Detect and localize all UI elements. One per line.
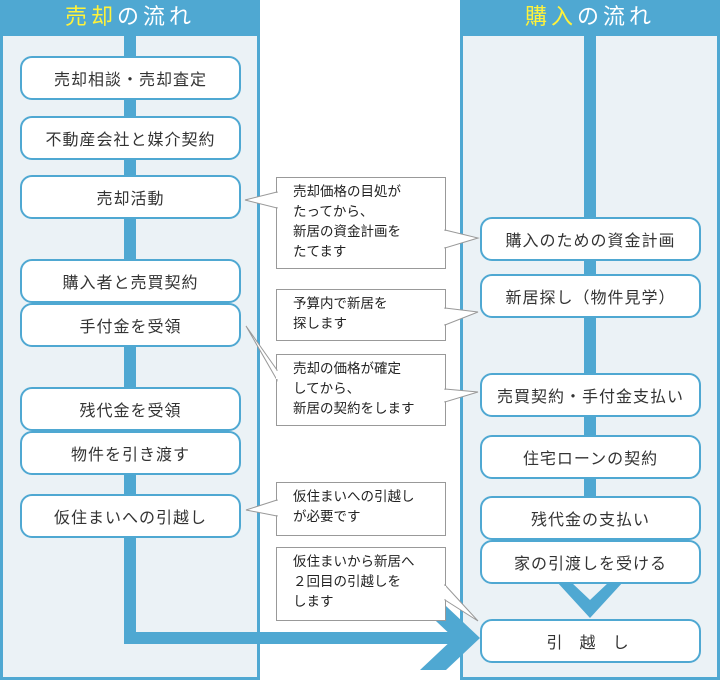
sell-step-handover: 物件を引き渡す <box>20 431 241 475</box>
buy-step-mortgage-contract: 住宅ローンの契約 <box>480 435 701 479</box>
step-label: 売却相談・売却査定 <box>53 70 207 89</box>
sell-step-consultation: 売却相談・売却査定 <box>20 56 241 100</box>
step-label: 不動産会社と媒介契約 <box>45 130 216 149</box>
step-label: 引 越 し <box>546 633 635 652</box>
sell-step-deposit-received: 手付金を受領 <box>20 303 241 347</box>
step-label: 住宅ローンの契約 <box>522 449 659 468</box>
sell-flow-title: 売却の流れ <box>0 0 260 36</box>
sell-title-rest: の流れ <box>117 5 196 30</box>
buy-step-receive-handover: 家の引渡しを受ける <box>480 540 701 584</box>
final-step-move: 引 越 し <box>480 619 701 663</box>
note-second-move: 仮住まいから新居へ ２回目の引越しを します <box>276 547 446 621</box>
buy-step-sales-contract: 売買契約・手付金支払い <box>480 373 701 417</box>
step-label: 家の引渡しを受ける <box>513 554 667 573</box>
note-temporary-move: 仮住まいへの引越し が必要です <box>276 482 446 536</box>
step-label: 仮住まいへの引越し <box>53 508 207 527</box>
buy-step-funding-plan: 購入のための資金計画 <box>480 217 701 261</box>
sell-step-temporary-move: 仮住まいへの引越し <box>20 494 241 538</box>
step-label: 物件を引き渡す <box>70 445 190 464</box>
note-house-hunting: 予算内で新居を 探します <box>276 289 446 341</box>
buy-step-house-hunting: 新居探し（物件見学） <box>480 274 701 318</box>
sell-step-balance-received: 残代金を受領 <box>20 387 241 431</box>
step-label: 購入者と売買契約 <box>62 273 199 292</box>
sell-step-sales-activity: 売却活動 <box>20 175 241 219</box>
note-contract-timing: 売却の価格が確定 してから、 新居の契約をします <box>276 354 446 426</box>
step-label: 売却活動 <box>96 189 165 208</box>
step-label: 購入のための資金計画 <box>505 231 676 250</box>
sell-title-highlight: 売却 <box>64 5 117 30</box>
buy-step-balance-payment: 残代金の支払い <box>480 496 701 540</box>
step-label: 残代金の支払い <box>530 510 650 529</box>
step-label: 手付金を受領 <box>79 317 182 336</box>
note-funding-plan: 売却価格の目処が たってから、 新居の資金計画を たてます <box>276 177 446 269</box>
step-label: 残代金を受領 <box>79 401 182 420</box>
step-label: 新居探し（物件見学） <box>505 288 676 307</box>
buy-title-rest: の流れ <box>577 5 656 30</box>
sell-step-sales-contract: 購入者と売買契約 <box>20 259 241 303</box>
buy-title-highlight: 購入 <box>524 5 577 30</box>
buy-flow-title: 購入の流れ <box>460 0 720 36</box>
step-label: 売買契約・手付金支払い <box>496 387 684 406</box>
sell-step-brokerage-contract: 不動産会社と媒介契約 <box>20 116 241 160</box>
